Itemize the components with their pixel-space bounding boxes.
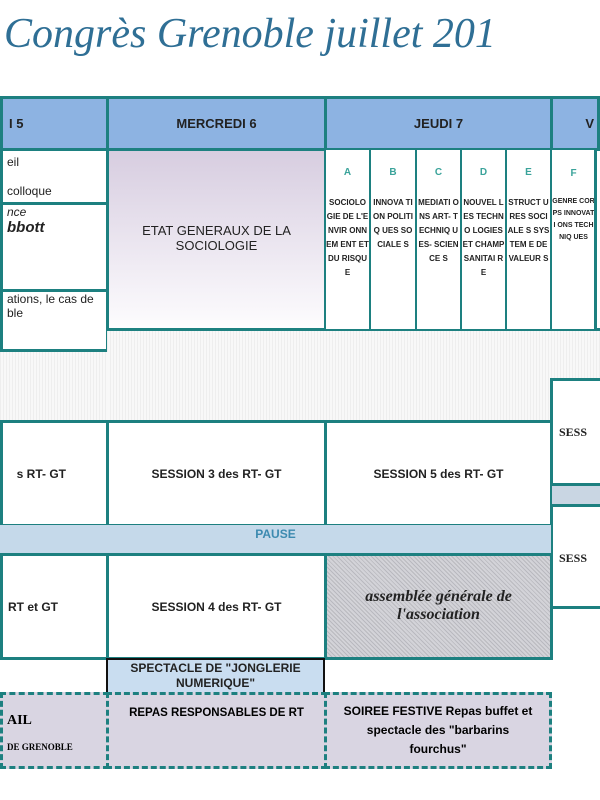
accueil-text: eil xyxy=(7,155,20,169)
header-day-jeudi: JEUDI 7 xyxy=(324,96,553,151)
conference-speaker: bbott xyxy=(7,219,45,236)
conference-label: nce xyxy=(7,205,27,219)
soiree-mardi-title: AIL xyxy=(7,713,32,728)
track-letter: B xyxy=(389,167,397,178)
track-f: F GENRE CORPS INNOVATI ONS TECHNIQ UES xyxy=(550,148,597,331)
page-title: Congrès Grenoble juillet 201 xyxy=(4,11,496,57)
session-5-cell: SESSION 5 des RT- GT xyxy=(324,420,553,527)
assemblee-generale-cell: assemblée générale de l'association xyxy=(324,553,553,660)
table-ronde-cell: ations, le cas de ble xyxy=(0,289,109,352)
track-g xyxy=(594,148,600,331)
track-letter: F xyxy=(570,168,577,179)
track-e: E STRUCT URES SOCIALE S SYSTEM E DE VALEU… xyxy=(505,148,552,331)
track-letter: A xyxy=(343,167,352,178)
session-2-cell: RT et GT xyxy=(0,553,109,660)
lunch-band xyxy=(0,352,108,421)
soiree-mardi-cell: AIL DE GRENOBLE xyxy=(0,692,109,769)
track-c: C MEDIATI ONS ART- TECHNIQ UES- SCIENCE S xyxy=(415,148,462,331)
header-day-mardi: I 5 xyxy=(0,96,109,151)
soiree-mardi-place: DE GRENOBLE xyxy=(7,742,73,752)
session-4-cell: SESSION 4 des RT- GT xyxy=(106,553,327,660)
table-ronde-text: ble xyxy=(7,306,24,320)
track-letter: C xyxy=(434,167,443,178)
header-day-mercredi: MERCREDI 6 xyxy=(106,96,327,151)
track-label: SOCIOLO GIE DE L'ENVIR ONNEM ENT ET DU R… xyxy=(326,198,369,277)
track-label: INNOVA TION POLITIQ UES SOCIALE S xyxy=(373,198,413,249)
spectacle-cell: SPECTACLE DE "JONGLERIE NUMERIQUE" xyxy=(106,658,325,694)
session-1-cell: s RT- GT xyxy=(0,420,109,527)
conference-cell: nce bbott xyxy=(0,202,109,292)
accueil-cell: eil colloque xyxy=(0,148,109,205)
track-b: B INNOVA TION POLITIQ UES SOCIALE S xyxy=(369,148,417,331)
track-a: A SOCIOLO GIE DE L'ENVIR ONNEM ENT ET DU … xyxy=(324,148,371,331)
track-label: GENRE CORPS INNOVATI ONS TECHNIQ UES xyxy=(552,198,595,241)
track-label: MEDIATI ONS ART- TECHNIQ UES- SCIENCE S xyxy=(418,198,459,263)
lunch-band xyxy=(107,331,600,421)
vendredi-pause xyxy=(552,486,600,504)
header-day-vendredi: V xyxy=(550,96,600,151)
soiree-festive-cell: SOIREE FESTIVE Repas buffet et spectacle… xyxy=(324,692,552,769)
table-ronde-text: ations, le cas de xyxy=(7,292,94,306)
session-3-cell: SESSION 3 des RT- GT xyxy=(106,420,327,527)
track-d: D NOUVEL LES TECHNO LOGIES ET CHAMP SANIT… xyxy=(460,148,507,331)
track-letter: D xyxy=(479,167,488,178)
track-label: STRUCT URES SOCIALE S SYSTEM E DE VALEUR… xyxy=(507,198,550,263)
track-label: NOUVEL LES TECHNO LOGIES ET CHAMP SANITA… xyxy=(462,198,505,277)
vendredi-session-b: SESS xyxy=(550,504,600,609)
etat-generaux-cell: ETAT GENERAUX DE LA SOCIOLOGIE xyxy=(106,148,327,331)
vendredi-session-a: SESS xyxy=(550,378,600,486)
repas-responsables-cell: REPAS RESPONSABLES DE RT xyxy=(106,692,327,769)
pause-band: PAUSE xyxy=(0,525,551,554)
track-letter: E xyxy=(525,167,532,178)
accueil-text: colloque xyxy=(7,184,52,198)
